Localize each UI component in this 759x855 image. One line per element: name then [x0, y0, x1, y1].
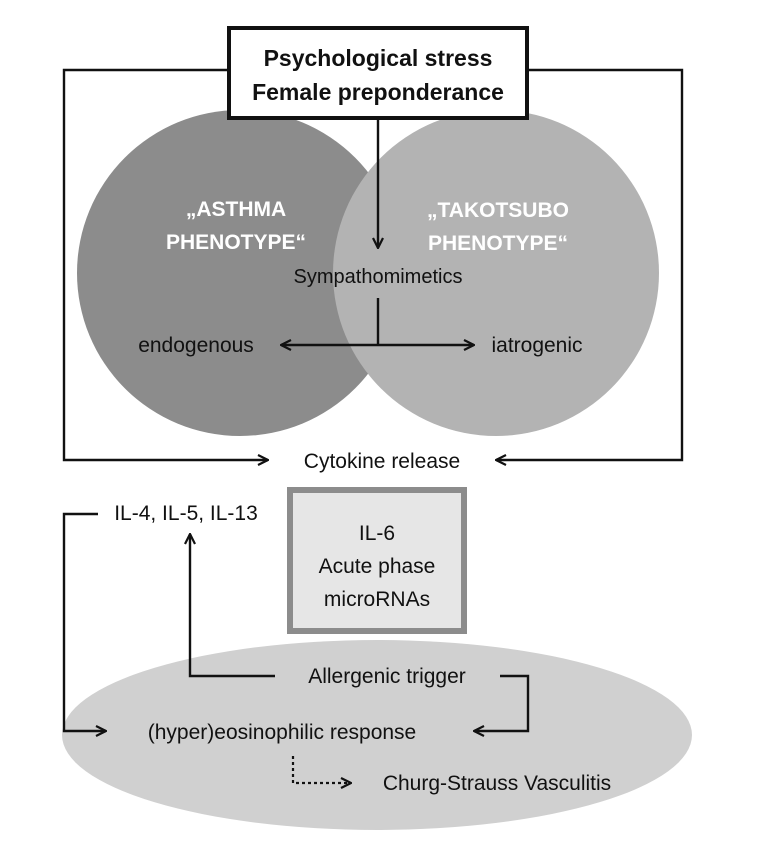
- outer-frame-left: [62, 68, 268, 460]
- il6-line3: microRNAs: [324, 588, 430, 611]
- stress-line2: Female preponderance: [252, 79, 504, 105]
- takotsubo-label-line1: „TAKOTSUBO: [427, 199, 569, 222]
- sympathomimetics-label: Sympathomimetics: [294, 266, 463, 288]
- stress-box: [227, 26, 529, 120]
- iatrogenic-label: iatrogenic: [491, 334, 582, 357]
- eosinophilic-to-churg-strauss-arrow: [291, 756, 351, 783]
- takotsubo-phenotype-circle: [333, 110, 659, 436]
- il6-line1: IL-6: [359, 522, 395, 545]
- interleukins-to-eosinophilic-arrow: [62, 512, 106, 731]
- cytokine-release-label: Cytokine release: [304, 450, 460, 473]
- churg-strauss-label: Churg-Strauss Vasculitis: [383, 772, 611, 795]
- asthma-label-line1: „ASTHMA: [186, 198, 286, 221]
- il6-box: [287, 487, 467, 634]
- allergic-response-ellipse: [62, 640, 692, 830]
- eosinophilic-response-label: (hyper)eosinophilic response: [148, 721, 416, 744]
- outer-frame-right: [496, 68, 684, 460]
- allergenic-trigger-label: Allergenic trigger: [308, 665, 466, 688]
- il6-line2: Acute phase: [319, 555, 436, 578]
- stress-line1: Psychological stress: [264, 45, 493, 71]
- asthma-label-line2: PHENOTYPE“: [166, 231, 306, 254]
- endogenous-label: endogenous: [138, 334, 254, 357]
- allergenic-to-eosinophilic-arrow: [474, 674, 530, 731]
- asthma-phenotype-circle: [77, 110, 403, 436]
- interleukins-label: IL-4, IL-5, IL-13: [114, 502, 258, 525]
- allergenic-to-interleukins-arrow: [190, 534, 275, 678]
- takotsubo-label-line2: PHENOTYPE“: [428, 232, 568, 255]
